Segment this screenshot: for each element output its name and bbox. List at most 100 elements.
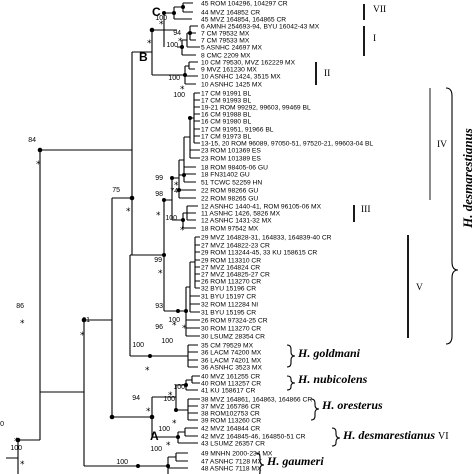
node-dot [136,464,140,468]
group-number-iv: IV [437,140,447,150]
brace-oresterus [310,398,320,421]
taxon-label: 6 AMNH 254693-94, BYU 16042-43 MX [201,23,320,30]
taxon-label: 32 BYU 15196 CR [201,285,256,292]
taxon-label: 18 ROM 98405-06 GU [201,164,268,171]
significance-star: * [158,269,163,279]
taxon-label: 44 MVZ 164852 CR [201,9,260,16]
clade-label-b: B [139,50,148,64]
group-number-vii: VII [373,5,386,15]
taxon-label: 41 KU 158617 CR [201,387,255,394]
species-label: H. gaumeri [266,454,324,468]
significance-star: * [168,391,173,401]
taxon-label: 51 TCWC 52259 HN [201,179,262,186]
significance-star: * [20,319,25,329]
node-dot [148,354,152,358]
clade-label-a: A [150,429,159,443]
significance-star: * [145,366,150,376]
support-value: 100 [150,446,162,453]
taxon-label: 35 CM 79529 MX [201,342,254,349]
support-value: 100 [161,338,173,345]
species-label: H. desmarestianus [342,428,435,442]
support-value: 93 [155,303,163,310]
node-dot [176,309,180,313]
support-value: 86 [16,303,24,310]
taxon-label: 47 ASNHC 7128 MX [201,458,263,465]
taxon-label: 45 ROM 104296, 104297 CR [201,0,288,7]
group-bars [315,4,459,345]
taxon-label: 23 ROM 101389 ES [201,155,261,162]
taxon-label: 13-15, 20 ROM 96089, 97050-51, 97520-21,… [201,140,373,147]
taxon-label: 7 CM 79533 MX [201,37,250,44]
significance-star: * [147,39,152,49]
taxon-label: 17 CM 91991 BL [201,90,251,97]
node-dot [109,414,115,420]
node-dot [15,437,21,443]
brace-desmarestianus-vi [331,427,341,447]
node-dot [149,27,155,33]
group-number-v: V [416,283,423,293]
taxon-label: 38 MVZ 164861, 164863, 164866 CR [201,396,312,403]
taxon-label: 10 ASNHC 1424, 3515 MX [201,73,281,80]
significance-star: * [180,226,185,236]
species-label-suffix: VI [438,431,449,442]
support-values: 1001009410010074999810099939610010010075… [0,15,185,466]
significance-star: * [178,37,183,47]
group-number-ii: II [324,69,330,79]
taxon-label: 27 MVZ 164824 CR [201,264,260,271]
significance-star: * [146,407,151,417]
node-dot [162,253,166,257]
node-dot [174,408,178,412]
taxon-label: 42 MVZ 164844 CR [201,425,260,432]
support-value: 81 [82,317,90,324]
support-value: 100 [155,15,167,22]
support-value: 100 [10,445,22,452]
taxon-label: 29 ROM 113310 CR [201,257,261,264]
node-dot [188,116,192,120]
taxon-label: 5 ASNHC 24697 MX [201,44,263,51]
node-dot [172,11,176,15]
clade-labels: CBA [139,5,161,443]
support-value: 99 [155,175,163,182]
node-dot [129,195,135,201]
support-value: 99 [154,257,162,264]
brace-goldmani [286,344,296,368]
species-label: H. goldmani [297,346,361,360]
node-dot [177,188,181,192]
significance-star: * [36,160,41,170]
significance-star: * [166,441,171,451]
taxon-label: 31 BYU 15197 CR [201,293,256,300]
taxon-label: 12 ASNHC 1440-41, ROM 96105-06 MX [201,203,322,210]
node-dot [162,11,166,15]
taxon-label: 10 ASNHC 1425 MX [201,81,263,88]
support-value: 100 [132,342,144,349]
significance-star: * [159,20,164,30]
taxon-label: 30 ROM 113270 CR [201,325,261,332]
taxon-label: 12 ASNHC 1431-32 MX [201,217,272,224]
support-value: 100 [168,317,180,324]
taxon-label: 7 CM 79532 MX [201,30,250,37]
taxon-label: 43 LSUMZ 26357 CR [201,440,265,447]
support-value: 94 [173,30,181,37]
node-dot [37,147,43,153]
brace-nubicolens [286,375,296,391]
taxon-label: 9 MVZ 161230 MX [201,66,257,73]
taxon-label: 36 ASNHC 3523 MX [201,364,263,371]
taxon-label: 36 LACM 74201 MX [201,357,262,364]
node-dot [184,309,188,313]
taxon-label: 49 MNHN 2000-234 MX [201,450,273,457]
taxon-label: 26 ROM 97324-25 CR [201,317,268,324]
node-dot [162,198,166,202]
taxon-label: 40 MVZ 161255 CR [201,373,260,380]
support-value: 100 [163,396,175,403]
taxon-label: 30 LSUMZ 28354 CR [201,333,265,340]
support-value: 100 [116,459,128,466]
node-dot [149,414,155,420]
taxon-label: 26 ROM 113270 CR [201,278,261,285]
tree-nodes [15,5,192,468]
taxon-label: 36 LACM 74200 MX [201,349,262,356]
significance-star: * [156,211,161,221]
node-dot [81,317,87,323]
node-dot [182,173,186,177]
